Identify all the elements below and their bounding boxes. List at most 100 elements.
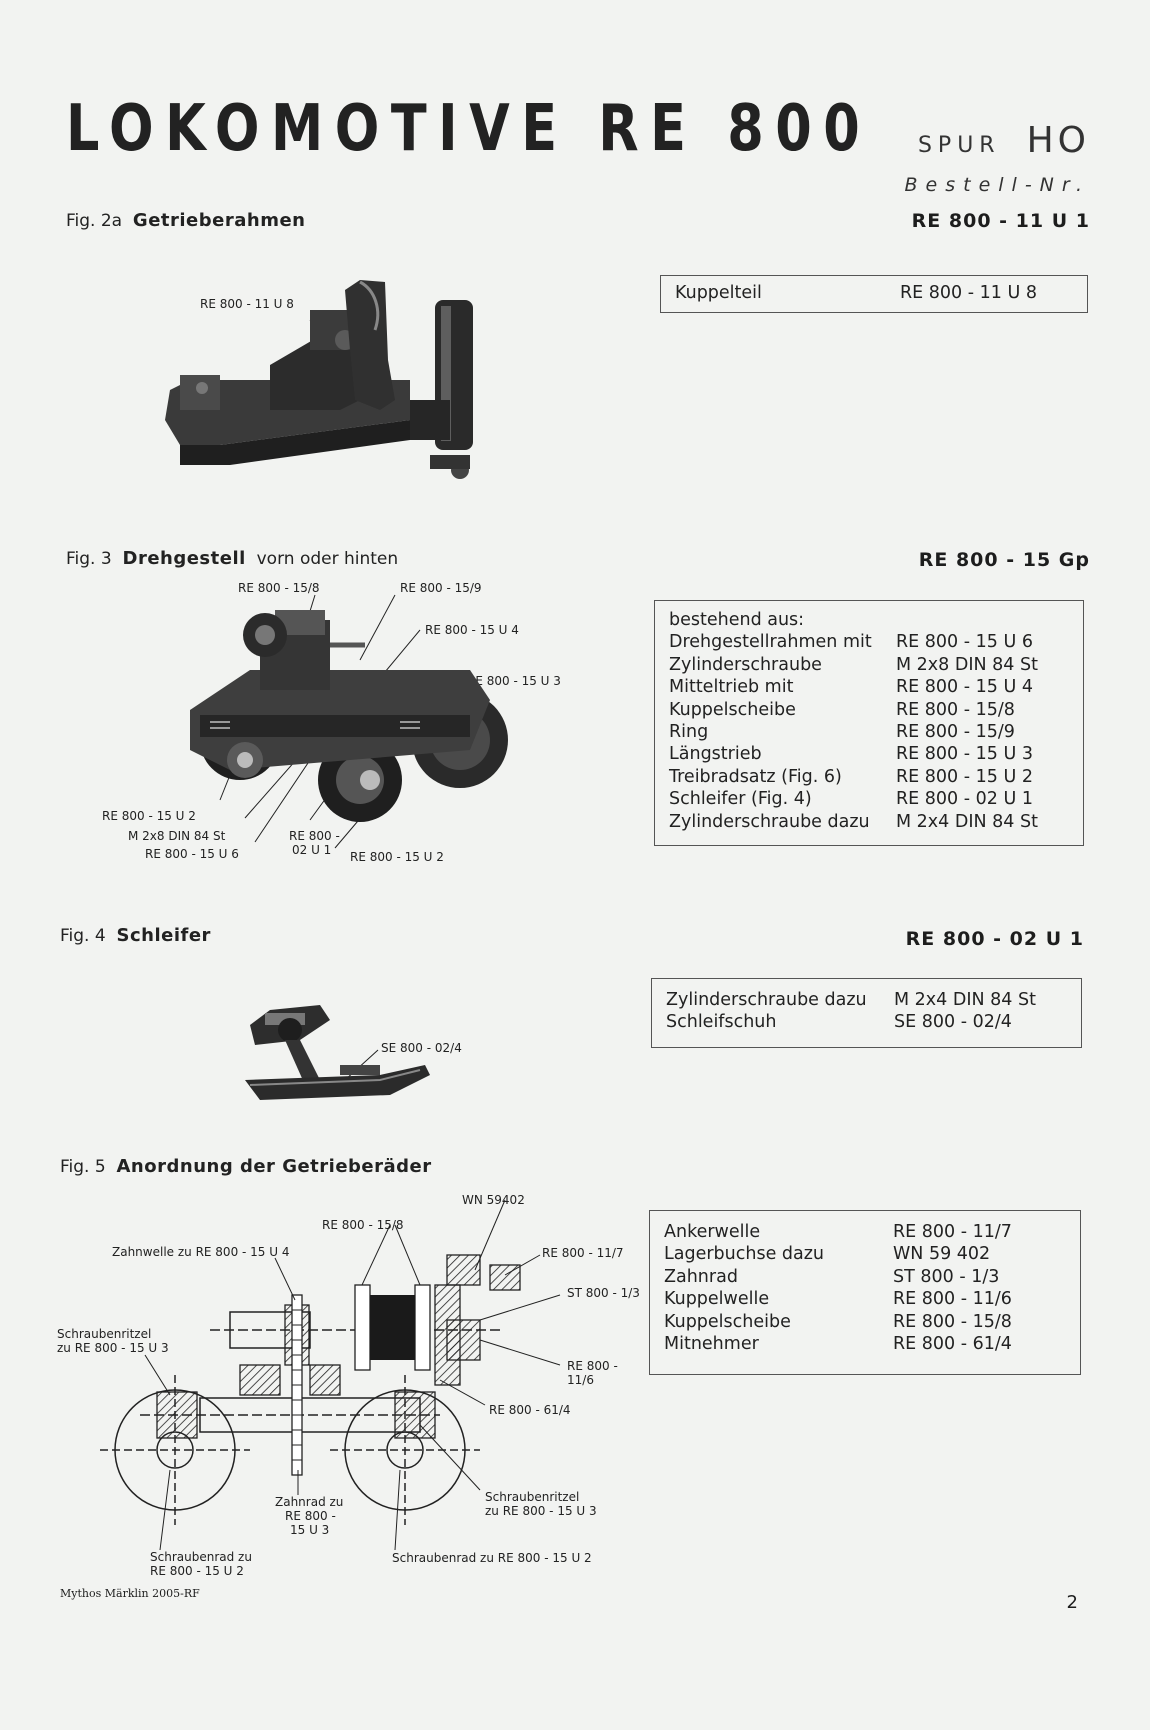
- part-name: Kuppelscheibe: [664, 1311, 791, 1332]
- part-code: RE 800 - 11/7: [893, 1222, 1012, 1242]
- part-name: Schleifschuh: [666, 1012, 777, 1033]
- table-row: Mitteltrieb mit RE 800 - 15 U 4: [669, 676, 1071, 698]
- table-header: bestehend aus:: [669, 609, 1071, 631]
- fig3-prefix: Fig. 3: [66, 549, 112, 569]
- part-name: Treibradsatz (Fig. 6): [669, 766, 842, 787]
- part-name: Mitteltrieb mit: [669, 677, 794, 698]
- fig5-callout: RE 800 - 15/8: [322, 1218, 404, 1232]
- part-code: RE 800 - 15/9: [896, 722, 1015, 743]
- table-row: Kuppelscheibe RE 800 - 15/8: [669, 699, 1071, 721]
- fig3-callout: RE 800 - 15 U 2: [102, 809, 196, 823]
- part-name: Zylinderschraube dazu: [666, 990, 867, 1010]
- part-code: RE 800 - 02 U 1: [896, 789, 1033, 810]
- table-row: Zylinderschraube M 2x8 DIN 84 St: [669, 654, 1071, 676]
- fig5-callout: WN 59402: [462, 1193, 525, 1207]
- part-code: RE 800 - 15/8: [893, 1311, 1012, 1332]
- part-name: Zylinderschraube: [669, 654, 822, 675]
- fig5-prefix: Fig. 5: [60, 1157, 106, 1177]
- part-name: Mitnehmer: [664, 1334, 759, 1355]
- part-name: Zylinderschraube dazu: [669, 811, 870, 832]
- table-row: Ankerwelle RE 800 - 11/7: [664, 1221, 1068, 1243]
- footer-credit: Mythos Märklin 2005-RF: [60, 1587, 200, 1600]
- fig3-callout: RE 800 - 15/8: [238, 581, 320, 595]
- part-code: ST 800 - 1/3: [893, 1266, 1000, 1287]
- table-header-text: bestehend aus:: [669, 610, 805, 630]
- part-code: WN 59 402: [893, 1244, 991, 1265]
- gear-frame-illustration: [165, 280, 473, 479]
- bogie-illustration: [190, 594, 508, 849]
- collector-shoe-illustration: [245, 1005, 430, 1100]
- gauge-label: SPUR HO: [918, 120, 1090, 161]
- fig2a-part-number: RE 800 - 11 U 1: [911, 210, 1090, 232]
- part-code: RE 800 - 15/8: [896, 699, 1015, 720]
- table-row: Zylinderschraube dazu M 2x4 DIN 84 St: [669, 811, 1071, 833]
- fig4-caption: Fig. 4 Schleifer: [60, 925, 211, 946]
- part-name: Lagerbuchse dazu: [664, 1244, 825, 1265]
- fig4-part-number: RE 800 - 02 U 1: [905, 928, 1084, 950]
- fig5-callout: Zahnrad zu: [275, 1495, 344, 1509]
- fig3-callout: 02 U 1: [292, 843, 332, 857]
- part-code: M 2x8 DIN 84 St: [896, 654, 1038, 675]
- fig5-callout: zu RE 800 - 15 U 3: [57, 1341, 169, 1355]
- fig3-callout: RE 800 - 15 U 4: [425, 623, 519, 637]
- part-code: RE 800 - 15 U 4: [896, 677, 1033, 698]
- page-number: 2: [1066, 1592, 1078, 1613]
- table-row: Kuppelteil RE 800 - 11 U 8: [675, 282, 1075, 304]
- fig3-callout: RE 800 - 15 U 6: [145, 847, 239, 861]
- fig4-prefix: Fig. 4: [60, 926, 106, 946]
- fig5-callout: 15 U 3: [290, 1523, 330, 1537]
- fig5-callout: Schraubenrad zu: [150, 1550, 252, 1564]
- table-row: Zylinderschraube dazu M 2x4 DIN 84 St: [666, 989, 1069, 1011]
- fig5-callout: RE 800 -: [285, 1509, 336, 1523]
- fig2a-callout: RE 800 - 11 U 8: [200, 297, 294, 311]
- fig5-callout: Zahnwelle zu RE 800 - 15 U 4: [112, 1245, 290, 1259]
- fig5-callout: RE 800 - 11/7: [542, 1246, 624, 1260]
- gauge-value: HO: [1026, 120, 1090, 161]
- part-code: M 2x4 DIN 84 St: [894, 990, 1036, 1010]
- fig5-title: Anordnung der Getrieberäder: [116, 1156, 432, 1177]
- part-code: RE 800 - 11/6: [893, 1289, 1012, 1310]
- part-name: Kuppelscheibe: [669, 699, 796, 720]
- fig3-caption: Fig. 3 Drehgestell vorn oder hinten: [66, 548, 398, 569]
- fig2a-prefix: Fig. 2a: [66, 211, 123, 231]
- fig3-callout: RE 800 - 15 U 2: [350, 850, 444, 864]
- table-row: Kuppelscheibe RE 800 - 15/8: [664, 1311, 1068, 1333]
- fig4-callout: SE 800 - 02/4: [381, 1041, 462, 1055]
- table-row: Schleifer (Fig. 4) RE 800 - 02 U 1: [669, 788, 1071, 810]
- part-code: RE 800 - 11 U 8: [900, 283, 1037, 303]
- fig5-callout: RE 800 - 61/4: [489, 1403, 571, 1417]
- fig5-callout: RE 800 -: [567, 1359, 618, 1373]
- fig4-title: Schleifer: [116, 925, 211, 946]
- fig4-parts-table: Zylinderschraube dazu M 2x4 DIN 84 St Sch…: [651, 978, 1082, 1048]
- fig5-callout: Schraubenrad zu RE 800 - 15 U 2: [392, 1551, 592, 1565]
- fig3-part-number: RE 800 - 15 Gp: [918, 549, 1090, 571]
- part-name: Ankerwelle: [664, 1222, 761, 1242]
- table-row: Lagerbuchse dazu WN 59 402: [664, 1243, 1068, 1265]
- table-row: Zahnrad ST 800 - 1/3: [664, 1266, 1068, 1288]
- table-row: Ring RE 800 - 15/9: [669, 721, 1071, 743]
- gauge-prefix: SPUR: [917, 133, 1001, 158]
- page-title: LOKOMOTIVE RE 800: [66, 92, 872, 166]
- part-name: Schleifer (Fig. 4): [669, 789, 812, 810]
- fig2a-caption: Fig. 2a Getrieberahmen: [66, 210, 305, 231]
- part-code: RE 800 - 15 U 3: [896, 744, 1033, 765]
- fig5-parts-table: Ankerwelle RE 800 - 11/7 Lagerbuchse dazu…: [649, 1210, 1081, 1375]
- fig3-callout: RE 800 - 15/9: [400, 581, 482, 595]
- part-name: Ring: [669, 722, 709, 743]
- part-code: M 2x4 DIN 84 St: [896, 811, 1038, 832]
- fig5-callout: Schraubenritzel: [57, 1327, 152, 1341]
- fig3-title: Drehgestell: [122, 548, 246, 569]
- part-name: Zahnrad: [664, 1266, 738, 1287]
- fig5-callout: zu RE 800 - 15 U 3: [485, 1504, 597, 1518]
- fig5-callout: RE 800 - 15 U 2: [150, 1564, 244, 1578]
- fig5-callout: Schraubenritzel: [485, 1490, 580, 1504]
- fig5-callout: ST 800 - 1/3: [567, 1286, 640, 1300]
- table-row: Treibradsatz (Fig. 6)RE 800 - 15 U 2: [669, 766, 1071, 788]
- fig3-callout: RE 800 - 15 U 3: [467, 674, 561, 688]
- fig2a-title: Getrieberahmen: [132, 210, 306, 231]
